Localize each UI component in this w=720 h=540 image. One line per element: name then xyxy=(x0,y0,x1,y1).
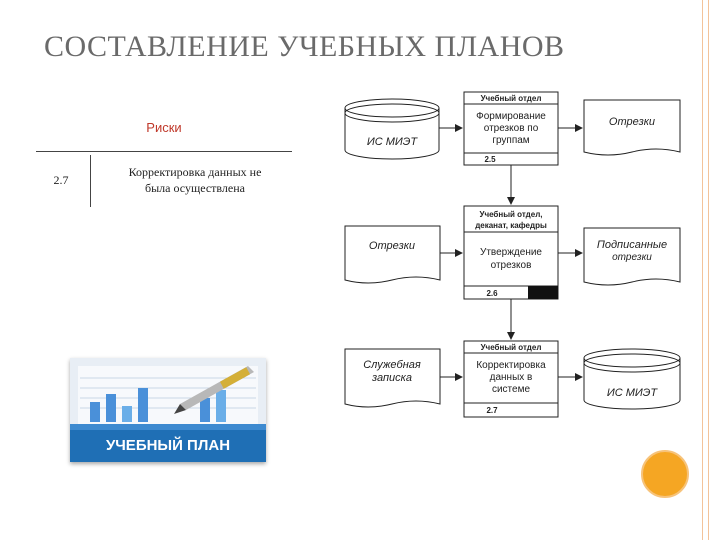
process-text: системе xyxy=(492,384,530,395)
data-store: ИС МИЭТ xyxy=(583,348,681,410)
process-text: данных в xyxy=(490,372,533,383)
document-shape: Подписанные отрезки xyxy=(583,227,681,286)
process-id: 2.6 xyxy=(486,289,498,298)
document-shape: Служебная записка xyxy=(344,348,441,408)
banner-text: УЧЕБНЫЙ ПЛАН xyxy=(106,436,230,454)
slide-title: СОСТАВЛЕНИЕ УЧЕБНЫХ ПЛАНОВ xyxy=(44,30,565,63)
risk-description: Корректировка данных не была осуществлен… xyxy=(100,164,290,196)
process-header: Учебный отдел xyxy=(481,343,542,352)
process-box: Учебный отдел Формирование отрезков по г… xyxy=(463,91,559,166)
document-shape: Отрезки xyxy=(344,225,441,284)
document-label: Подписанные xyxy=(597,239,667,251)
document-label: Отрезки xyxy=(609,116,655,128)
risks-column-divider xyxy=(90,155,91,207)
process-box: Учебный отдел, деканат, кафедры Утвержде… xyxy=(463,205,559,300)
process-id: 2.7 xyxy=(486,406,498,415)
border-line xyxy=(702,0,703,540)
document-label: отрезки xyxy=(612,252,652,263)
slide-border xyxy=(692,0,720,540)
curriculum-picture: УЧЕБНЫЙ ПЛАН xyxy=(70,358,266,462)
risk-text-line: Корректировка данных не xyxy=(128,165,262,179)
document-shape: Отрезки xyxy=(583,99,681,156)
document-label: записка xyxy=(371,372,412,384)
document-label: Отрезки xyxy=(369,240,415,252)
process-header: Учебный отдел, xyxy=(479,210,542,219)
risks-divider xyxy=(36,151,292,152)
store-label: ИС МИЭТ xyxy=(367,136,419,148)
process-text: группам xyxy=(492,135,529,146)
data-store: ИС МИЭТ xyxy=(344,98,440,160)
process-text: Утверждение xyxy=(480,247,542,258)
process-header: Учебный отдел xyxy=(481,94,542,103)
process-box: Учебный отдел Корректировка данных в сис… xyxy=(463,340,559,418)
decorative-circle xyxy=(641,450,689,498)
risks-header: Риски xyxy=(146,120,182,135)
process-id: 2.5 xyxy=(484,155,496,164)
document-label: Служебная xyxy=(363,359,421,371)
process-text: отрезков по xyxy=(484,123,539,134)
border-line xyxy=(708,0,709,540)
process-text: отрезков xyxy=(491,260,532,271)
store-label: ИС МИЭТ xyxy=(607,387,659,399)
process-text: Корректировка xyxy=(476,360,546,371)
risk-text-line: была осуществлена xyxy=(145,181,245,195)
process-header: деканат, кафедры xyxy=(475,221,547,230)
process-text: Формирование xyxy=(476,111,546,122)
risk-number: 2.7 xyxy=(53,173,69,187)
